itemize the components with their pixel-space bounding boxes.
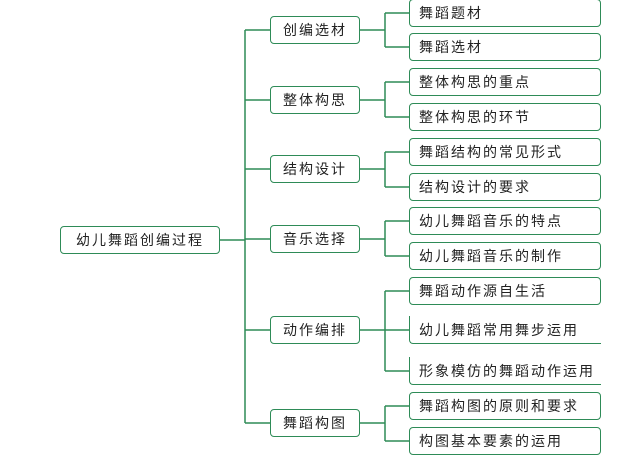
leaf-node: 整体构思的重点 xyxy=(409,68,601,96)
category-node: 创编选材 xyxy=(270,16,360,44)
category-node: 舞蹈构图 xyxy=(270,409,360,437)
category-node: 音乐选择 xyxy=(270,225,360,253)
leaf-node: 舞蹈动作源自生活 xyxy=(409,277,601,305)
category-node: 整体构思 xyxy=(270,86,360,114)
leaf-node: 舞蹈结构的常见形式 xyxy=(409,138,601,166)
category-node: 结构设计 xyxy=(270,155,360,183)
leaf-node: 整体构思的环节 xyxy=(409,103,601,131)
root-node: 幼儿舞蹈创编过程 xyxy=(60,226,220,254)
leaf-node: 舞蹈构图的原则和要求 xyxy=(409,392,601,420)
leaf-node: 幼儿舞蹈音乐的特点 xyxy=(409,207,601,235)
leaf-node: 结构设计的要求 xyxy=(409,173,601,201)
leaf-node: 舞蹈题材 xyxy=(409,0,601,27)
category-node: 动作编排 xyxy=(270,316,360,344)
leaf-node: 构图基本要素的运用 xyxy=(409,427,601,455)
leaf-node: 幼儿舞蹈常用舞步运用 xyxy=(409,316,601,344)
leaf-node: 形象模仿的舞蹈动作运用 xyxy=(409,357,601,385)
leaf-node: 舞蹈选材 xyxy=(409,33,601,61)
leaf-node: 幼儿舞蹈音乐的制作 xyxy=(409,242,601,270)
